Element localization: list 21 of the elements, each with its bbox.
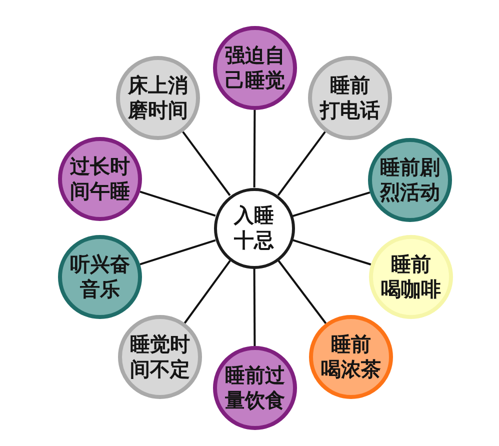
hub-label: 入睡十忌 [234, 203, 274, 253]
topic-label: 睡前喝浓茶 [321, 332, 381, 382]
topic-label: 强迫自己睡觉 [225, 43, 285, 93]
connector-line [253, 268, 256, 346]
connector-line [292, 191, 370, 218]
connector-line [253, 110, 256, 188]
topic-label: 床上消磨时间 [128, 73, 188, 123]
connector-line [140, 190, 216, 217]
connector-line [182, 131, 231, 196]
connector-line [140, 239, 216, 266]
topic-label: 过长时间午睡 [70, 154, 130, 204]
connector-line [184, 260, 231, 324]
connector-line [292, 239, 372, 266]
topic-label: 听兴奋音乐 [70, 252, 130, 302]
topic-label: 睡前剧烈活动 [380, 155, 440, 205]
topic-label: 睡觉时间不定 [130, 332, 190, 382]
connector-line [277, 131, 326, 196]
topic-label: 睡前打电话 [320, 73, 380, 123]
connector-line [278, 260, 327, 324]
topic-label: 睡前喝咖啡 [381, 252, 441, 302]
topic-label: 睡前过量饮食 [225, 363, 285, 413]
